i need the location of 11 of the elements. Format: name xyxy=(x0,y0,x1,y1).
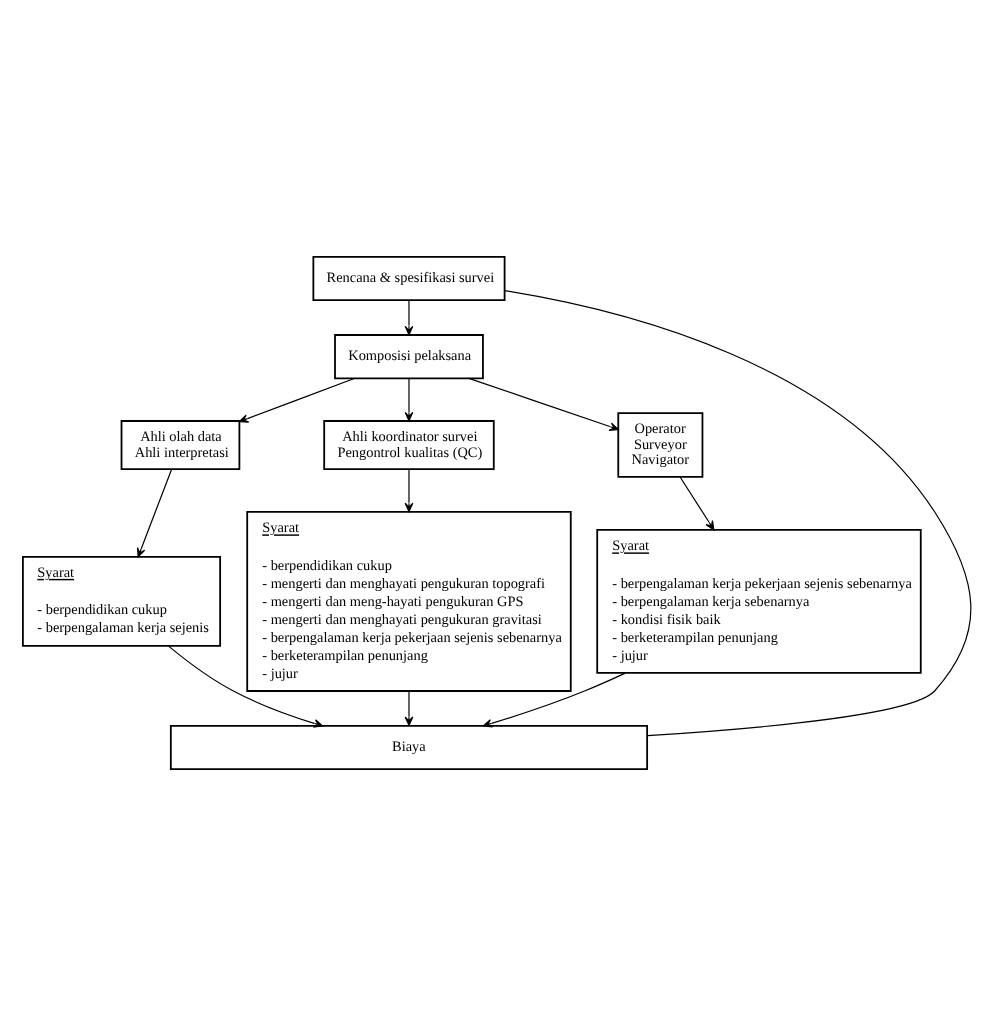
arrow xyxy=(678,475,714,530)
connector xyxy=(503,289,971,736)
arrow xyxy=(403,377,413,421)
arrow xyxy=(136,467,172,557)
arrow xyxy=(167,644,323,727)
arrow xyxy=(237,376,354,422)
arrow xyxy=(481,671,625,727)
arrow xyxy=(403,689,413,725)
arrow xyxy=(467,376,618,430)
arrow xyxy=(403,298,413,335)
arrow xyxy=(403,467,413,512)
